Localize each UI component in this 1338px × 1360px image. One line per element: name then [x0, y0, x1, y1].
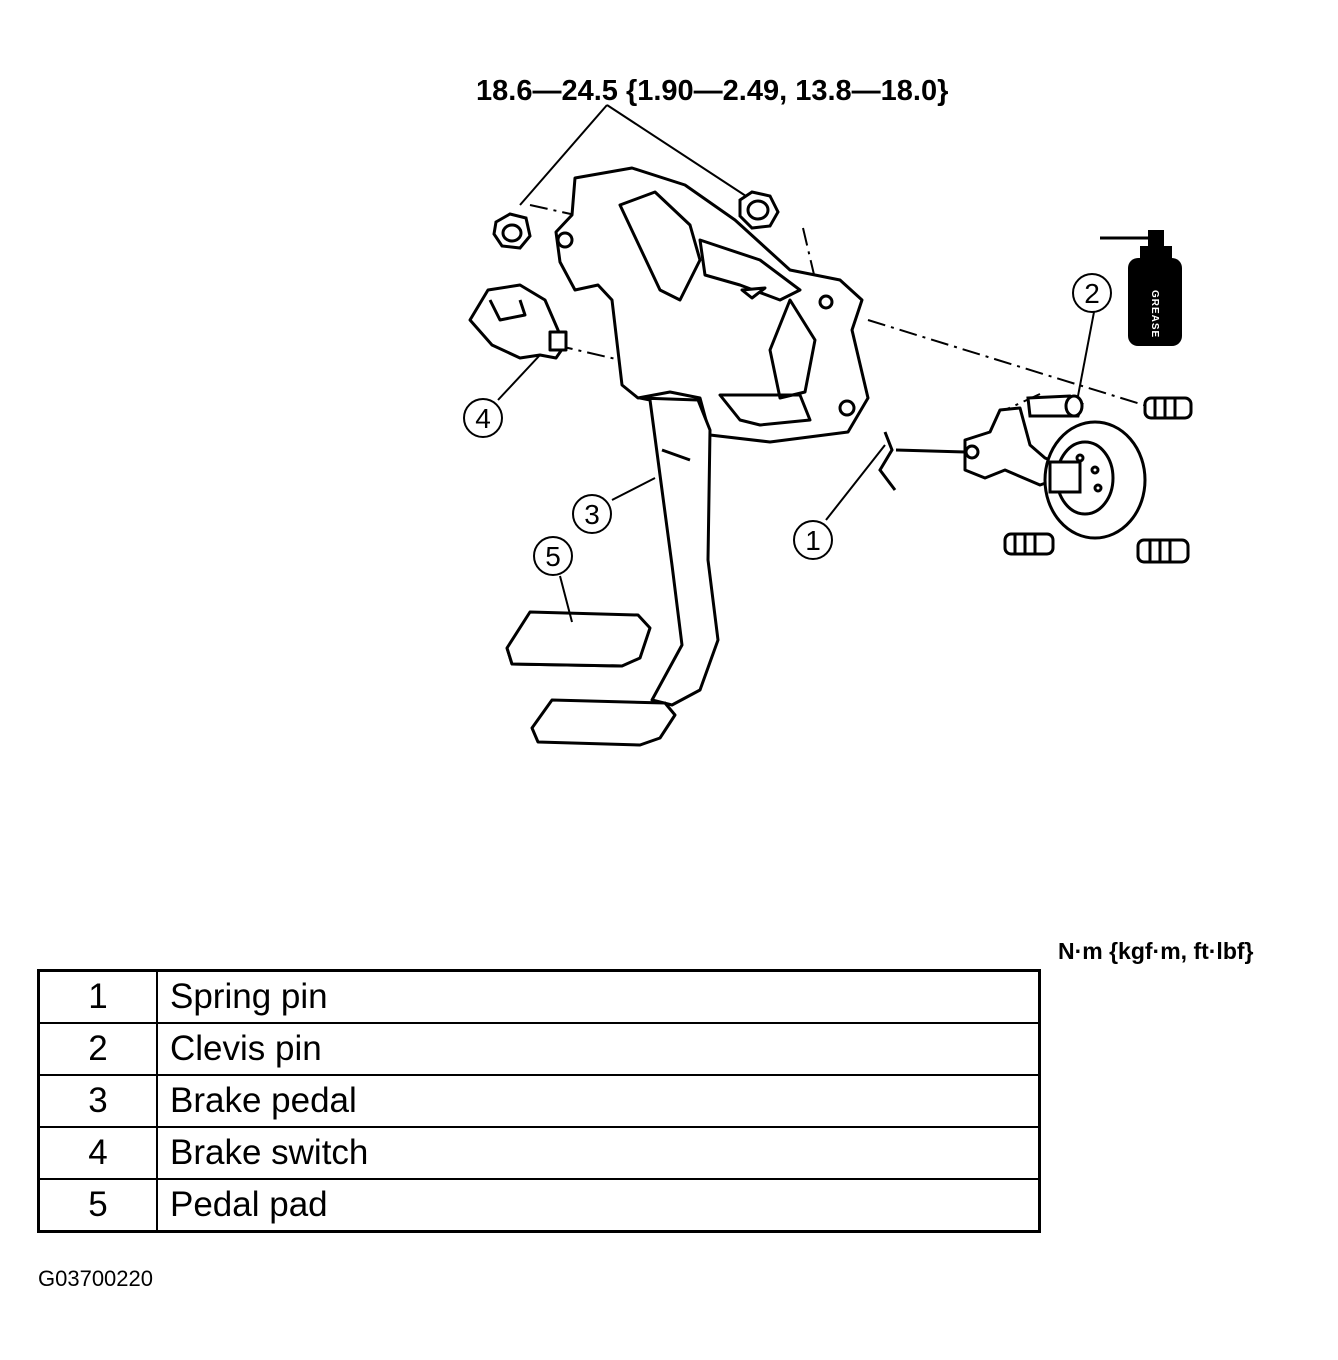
part-name: Spring pin — [156, 969, 1041, 1024]
parts-legend-table: 1 Spring pin 2 Clevis pin 3 Brake pedal … — [37, 969, 1041, 1233]
pedal-pad — [505, 610, 652, 668]
part-number: 3 — [37, 1074, 158, 1128]
pedal-bracket — [554, 166, 870, 444]
torque-leader-lines — [519, 104, 753, 206]
nut-right — [738, 190, 780, 230]
part-number: 4 — [37, 1126, 158, 1180]
table-row: 2 Clevis pin — [37, 1022, 1041, 1076]
svg-text:4: 4 — [475, 403, 491, 434]
part-number: 5 — [37, 1178, 158, 1233]
clevis-pin — [1026, 394, 1084, 418]
callout-5: 5 — [533, 536, 573, 576]
brake-switch — [468, 283, 568, 360]
part-number: 2 — [37, 1022, 158, 1076]
brake-pedal-arm — [638, 396, 720, 707]
svg-text:2: 2 — [1084, 278, 1100, 309]
callout-leaders — [497, 311, 1095, 623]
spring-pin — [878, 431, 966, 491]
pedal-pad-lower — [530, 698, 677, 747]
callout-4: 4 — [463, 398, 503, 438]
table-row: 5 Pedal pad — [37, 1178, 1041, 1233]
brake-booster — [1043, 420, 1147, 540]
svg-text:5: 5 — [545, 541, 561, 572]
table-row: 4 Brake switch — [37, 1126, 1041, 1180]
callout-1: 1 — [793, 520, 833, 560]
grease-can-icon: GREASE — [1100, 230, 1182, 346]
torque-spec: 18.6—24.5 {1.90—2.49, 13.8—18.0} — [476, 75, 948, 107]
torque-units-label: N·m {kgf·m, ft·lbf} — [1058, 938, 1254, 964]
part-name: Brake pedal — [156, 1074, 1041, 1128]
part-name: Brake switch — [156, 1126, 1041, 1180]
booster-studs — [1003, 396, 1193, 564]
callout-3: 3 — [572, 494, 612, 534]
table-row: 3 Brake pedal — [37, 1074, 1041, 1128]
table-row: 1 Spring pin — [37, 969, 1041, 1024]
figure-id: G03700220 — [38, 1266, 153, 1291]
part-number: 1 — [37, 969, 158, 1024]
part-name: Pedal pad — [156, 1178, 1041, 1233]
svg-text:1: 1 — [805, 525, 821, 556]
part-name: Clevis pin — [156, 1022, 1041, 1076]
brake-pedal-exploded-diagram: 18.6—24.5 {1.90—2.49, 13.8—18.0} — [463, 75, 1193, 747]
svg-text:3: 3 — [584, 499, 600, 530]
grease-label: GREASE — [1149, 290, 1160, 338]
callout-2: 2 — [1072, 273, 1112, 313]
nut-left — [492, 212, 532, 250]
